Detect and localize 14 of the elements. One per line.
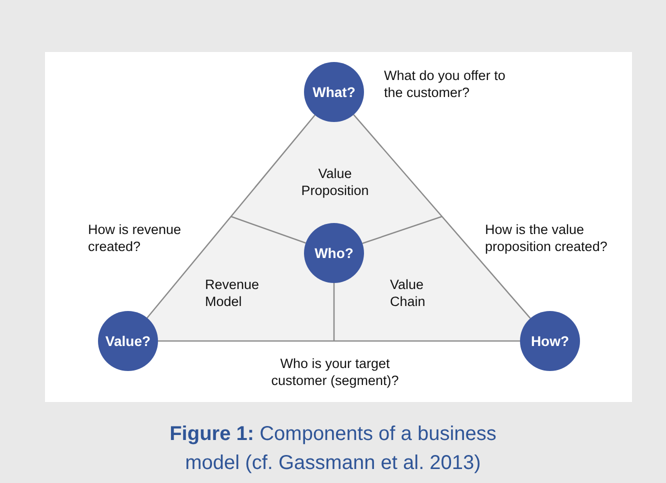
divider-line: [230, 216, 306, 244]
question-text: What do you offer to the customer?: [384, 67, 506, 101]
triangle-side: [146, 114, 316, 318]
figure-caption: Figure 1: Components of a business model (cf. Gassmann et al. 2013): [168, 422, 498, 476]
region-label: Value Proposition: [300, 165, 370, 199]
question-text: How is revenue created?: [88, 221, 182, 255]
divider-line: [362, 216, 442, 244]
triangle-side: [158, 340, 520, 342]
region-label: Value Chain: [390, 276, 426, 310]
region-label: Revenue Model: [205, 276, 260, 310]
question-text: How is the value proposition created?: [485, 221, 608, 255]
triangle-side: [353, 114, 531, 319]
divider-line: [333, 283, 335, 341]
question-text: Who is your target customer (segment)?: [270, 355, 400, 389]
